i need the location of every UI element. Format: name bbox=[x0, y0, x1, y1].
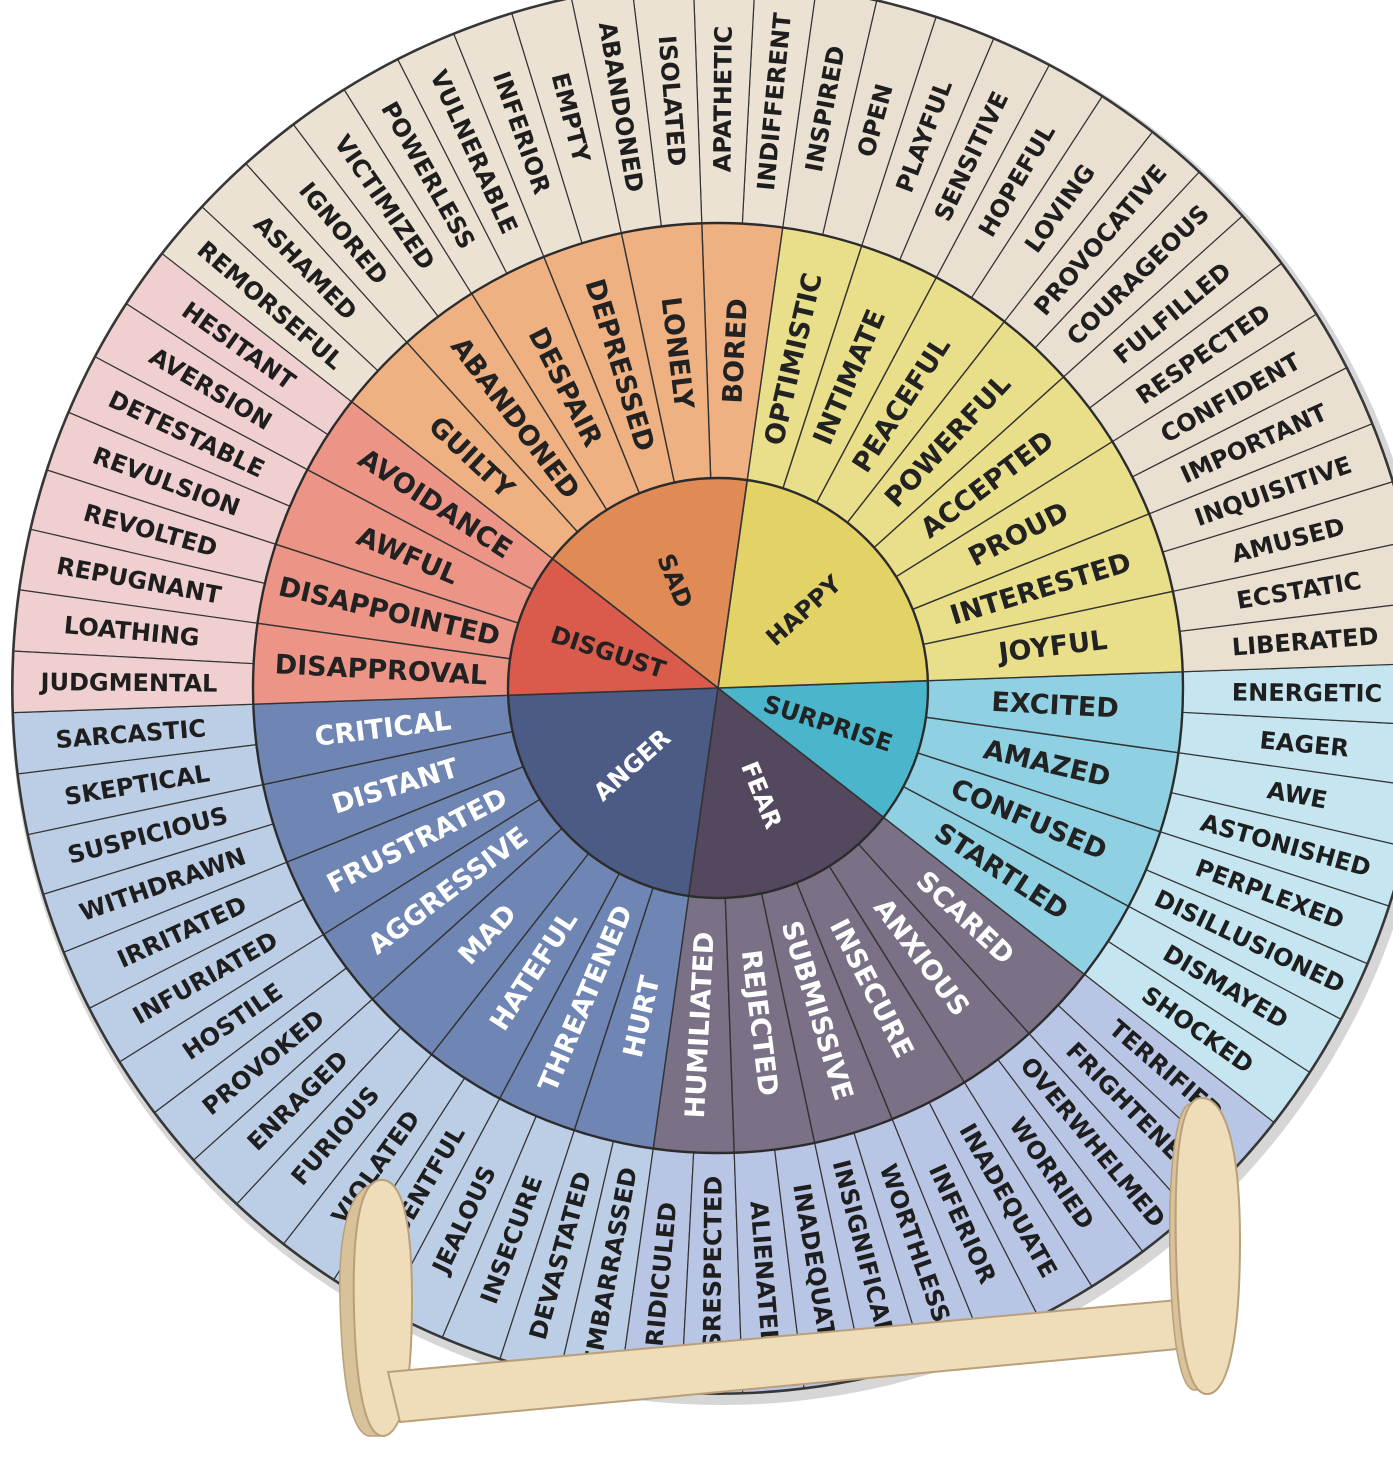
outer-label-energetic: ENERGETIC bbox=[1232, 678, 1383, 707]
middle-label-bored: BORED bbox=[717, 298, 753, 405]
outer-label-judgmental: JUDGMENTAL bbox=[39, 668, 218, 698]
middle-label-excited: EXCITED bbox=[991, 687, 1120, 725]
core-ring-border bbox=[506, 476, 930, 900]
wooden-stand bbox=[339, 1096, 1242, 1438]
middle-ring: CRITICALDISTANTFRUSTRATEDAGGRESSIVEMADHA… bbox=[252, 222, 1184, 1154]
middle-ring-border bbox=[251, 221, 1185, 1155]
stand-right-leg bbox=[1174, 1096, 1242, 1396]
outer-ring: SARCASTICSKEPTICALSUSPICIOUSWITHDRAWNIRR… bbox=[12, 0, 1393, 1394]
outer-label-apathetic: APATHETIC bbox=[709, 26, 738, 173]
